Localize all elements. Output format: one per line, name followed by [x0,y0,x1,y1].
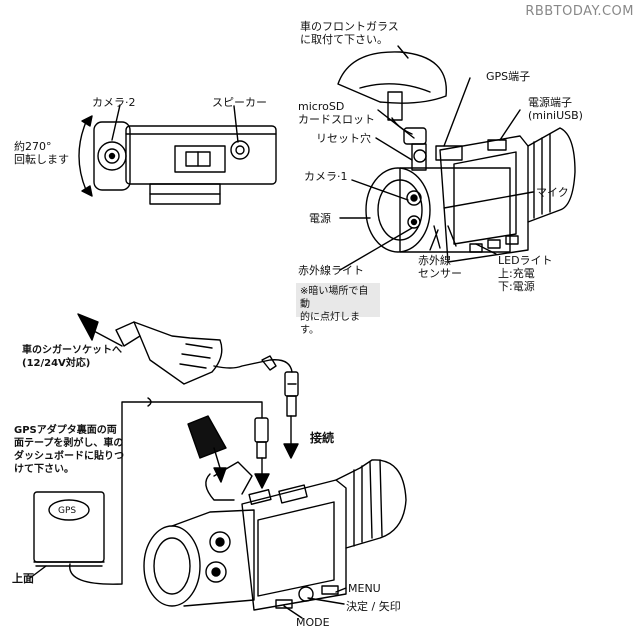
label-menu: MENU [348,582,381,595]
label-power-port: 電源端子 (miniUSB) [528,96,583,122]
camera-install-view [143,459,407,611]
label-top-face: 上面 [12,572,34,585]
cigar-plug [77,313,223,385]
note-box: ※暗い場所で自動 的に点灯します。 [296,283,380,336]
label-microsd-slot: microSD カードスロット [298,100,375,126]
label-gps-port: GPS端子 [486,70,531,83]
label-camera-1: カメラ·1 [304,170,348,183]
gps-cable [69,397,270,585]
label-cigar-socket: 車のシガーソケットへ (12/24V対応) [22,345,122,369]
label-reset-hole: リセット穴 [316,132,371,145]
label-camera-2: カメラ·2 [92,96,136,109]
label-connect: 接続 [310,431,335,445]
label-ok-arrow: 決定 / 矢印 [346,600,401,613]
label-speaker: スピーカー [212,96,267,109]
power-cable [213,355,299,459]
label-ir-sensor: 赤外線 センサー [418,254,462,280]
camera-front-view [365,127,576,263]
label-mode: MODE [296,616,330,629]
label-power: 電源 [309,212,331,225]
gps-module [33,491,105,567]
label-ir-light: 赤外線ライト [298,264,364,277]
label-windshield: 車のフロントガラス に取付て下さい。 [300,20,399,46]
label-led-light: LEDライト 上:充電 下:電源 [498,254,553,293]
label-gps-box: GPS [58,506,77,516]
rotate-arrow [78,115,93,197]
watermark: RBBTODAY.COM [525,4,634,19]
camera-rear-view [93,121,277,205]
label-rotate: 約270° 回転します [14,140,69,166]
label-mic: マイク [536,186,569,199]
label-gps-adapter: GPSアダプタ裏面の両 面テープを剥がし、車の ダッシュボードに貼りつ けて下さ… [14,425,125,475]
